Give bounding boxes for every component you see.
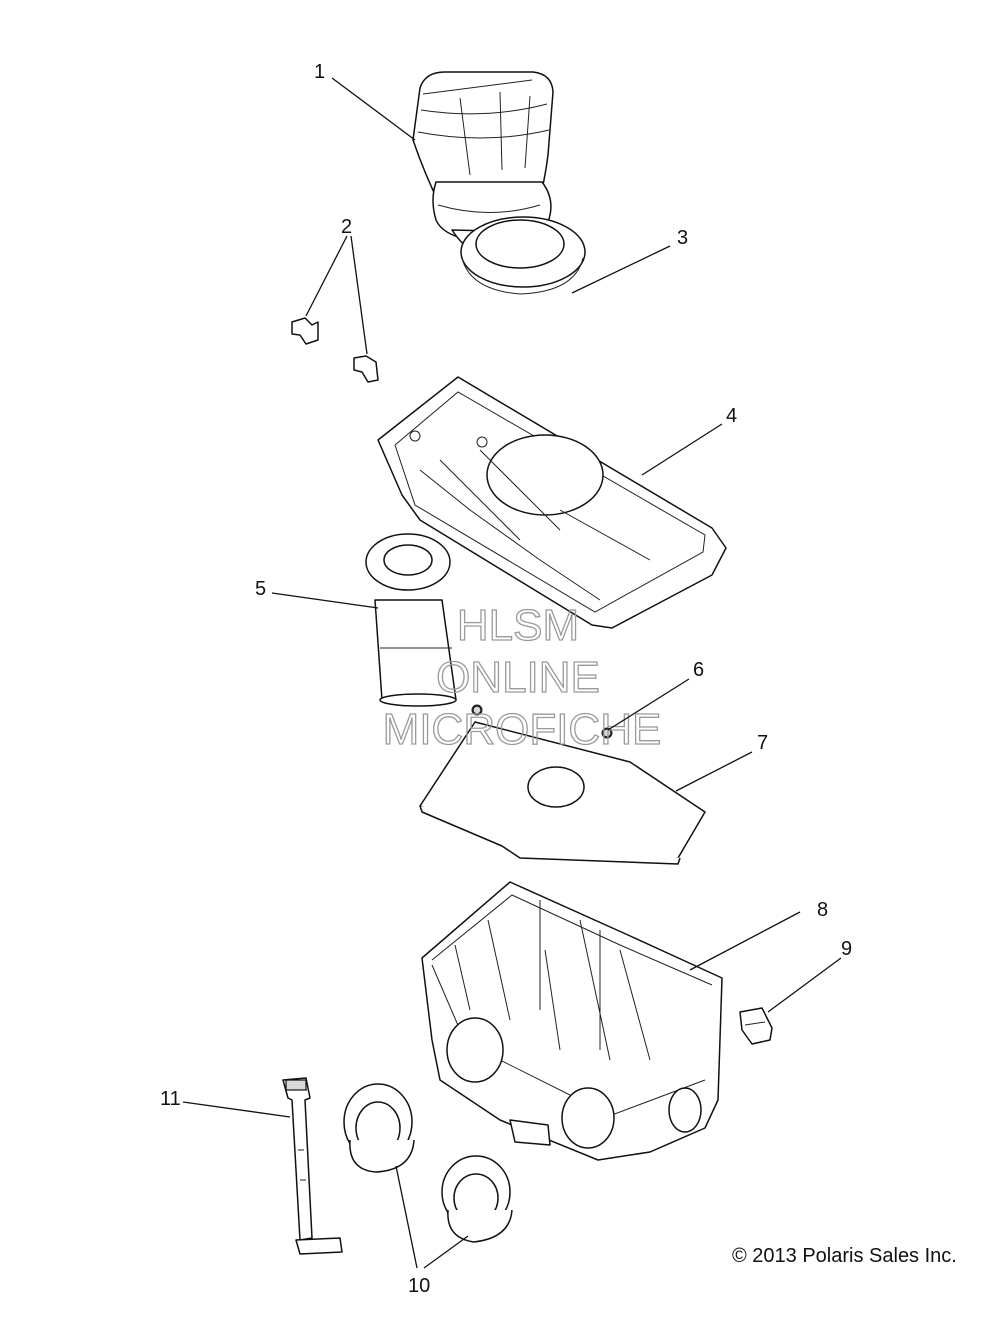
leader-3 (571, 245, 671, 294)
part-4-airbox-lid (377, 376, 727, 629)
callout-5: 5 (255, 578, 266, 600)
part-11-strap (282, 1077, 343, 1255)
leader-lines (182, 77, 842, 1269)
watermark-line-1: HLSM (457, 601, 579, 650)
watermark-line-2: ONLINE (436, 653, 600, 702)
callout-8: 8 (817, 899, 828, 921)
leader-2a (305, 235, 348, 317)
part-5-velocity-stack (365, 533, 457, 707)
leader-11 (182, 1101, 291, 1118)
part-2-clips (291, 317, 379, 383)
callouts: 1 2 3 4 5 6 7 8 9 10 11 (160, 61, 852, 1297)
watermark: HLSM ONLINE MICROFICHE (382, 600, 662, 754)
callout-3: 3 (677, 227, 688, 249)
copyright-notice: © 2013 Polaris Sales Inc. (732, 1245, 957, 1267)
watermark-line-3: MICROFICHE (383, 705, 662, 754)
leader-6 (607, 678, 690, 731)
leader-1 (331, 77, 416, 141)
callout-7: 7 (757, 732, 768, 754)
leader-10a (395, 1165, 418, 1269)
part-8-airbox-base (421, 881, 723, 1161)
leader-4 (641, 423, 723, 476)
leader-2b (350, 235, 368, 355)
callout-6: 6 (693, 659, 704, 681)
part-10-couplers (343, 1083, 513, 1243)
leader-8 (689, 911, 801, 971)
callout-11: 11 (160, 1088, 181, 1110)
part-9-clip (739, 1007, 773, 1045)
callout-1: 1 (314, 61, 325, 83)
callout-2: 2 (341, 216, 352, 238)
callout-4: 4 (726, 405, 737, 427)
leader-7 (675, 751, 753, 792)
callout-9: 9 (841, 938, 852, 960)
part-7-gasket-plate (419, 721, 706, 865)
callout-10: 10 (408, 1275, 430, 1297)
leader-10b (423, 1235, 469, 1269)
leader-5 (271, 592, 379, 609)
leader-9 (767, 957, 842, 1013)
part-3-ring (460, 216, 586, 295)
